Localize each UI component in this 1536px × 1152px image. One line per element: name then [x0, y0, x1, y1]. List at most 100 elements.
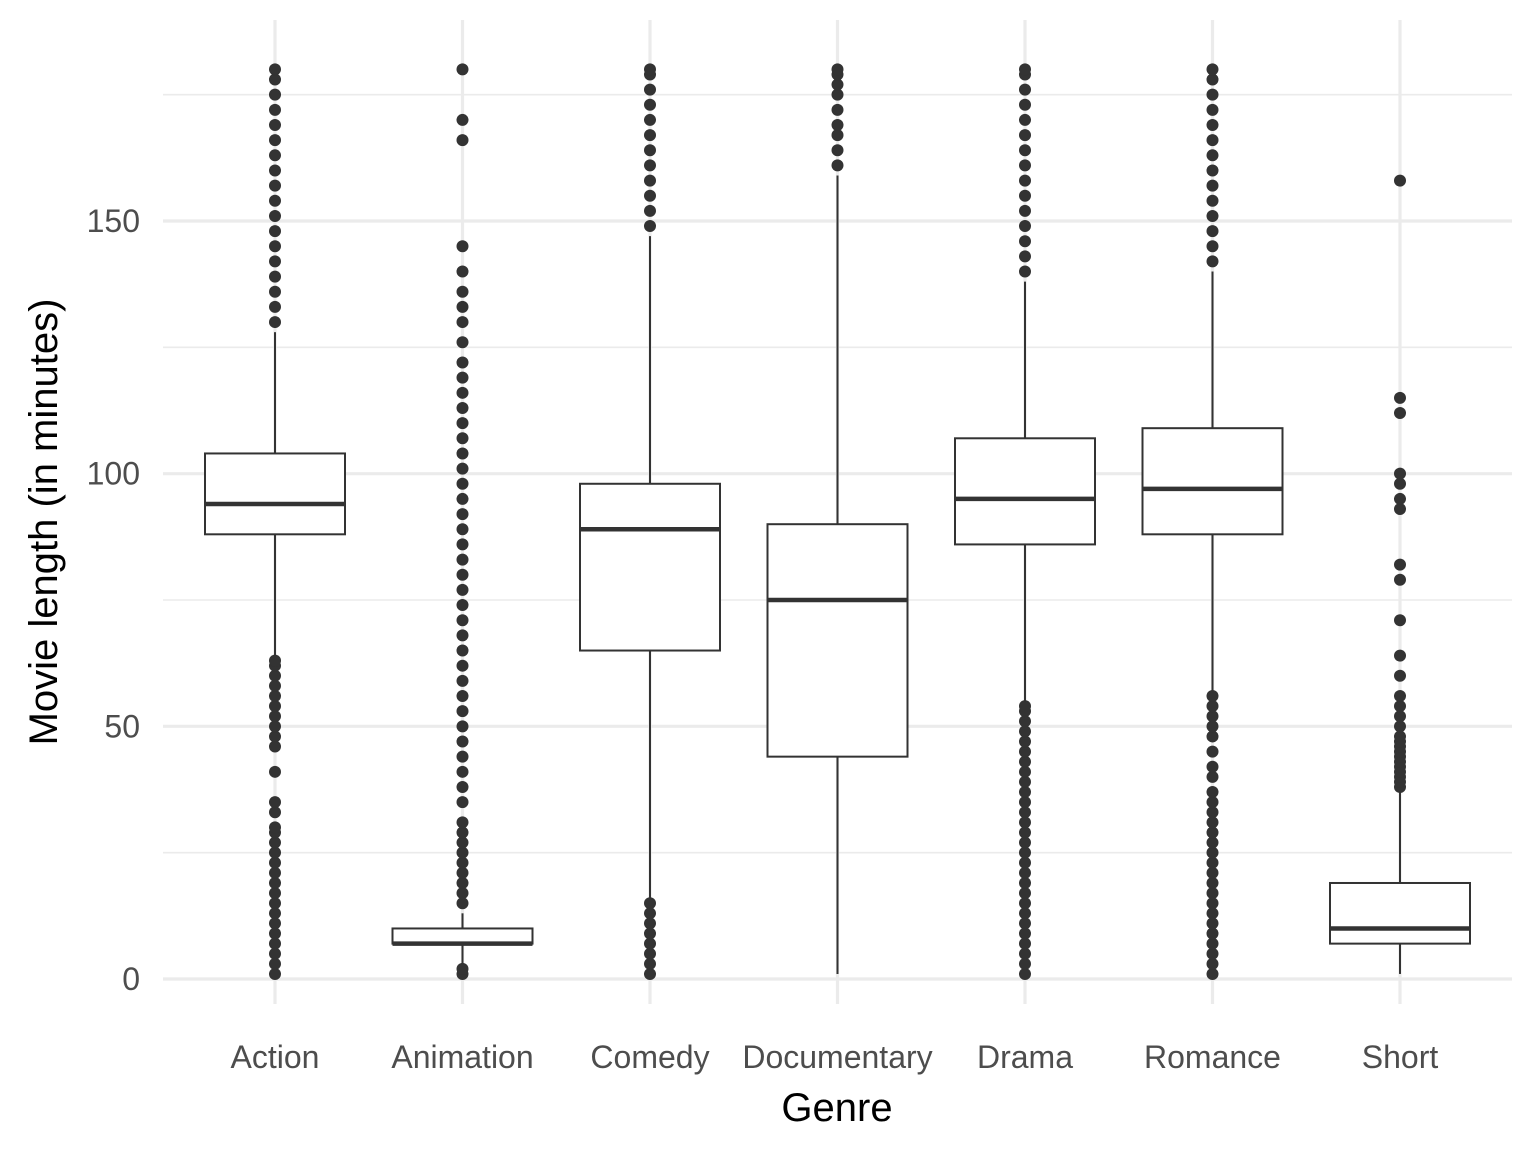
outlier-point [269, 730, 281, 743]
outlier-point [1019, 265, 1031, 278]
outlier-point [1019, 856, 1031, 869]
outlier-point [1394, 492, 1406, 505]
outlier-point [1206, 786, 1219, 799]
outlier-point [1206, 690, 1219, 703]
outlier-point [269, 225, 281, 238]
outlier-point [269, 937, 281, 950]
outlier-point [1206, 947, 1219, 960]
outlier-point [456, 336, 469, 349]
outlier-point [1206, 937, 1219, 950]
outlier-point [1206, 927, 1219, 940]
outlier-point [1019, 957, 1031, 970]
outlier-point [1019, 876, 1031, 889]
iqr-box [1141, 427, 1284, 536]
outlier-point [1019, 917, 1031, 930]
outlier-point [1394, 467, 1406, 480]
outlier-point [269, 88, 281, 101]
outlier-point [456, 826, 469, 839]
outlier-point [1206, 967, 1219, 980]
outlier-point [269, 897, 281, 910]
outlier-point [1394, 407, 1406, 420]
outlier-point [269, 149, 281, 162]
x-tick-label: Comedy [590, 1039, 709, 1075]
outlier-point [1206, 856, 1219, 869]
outlier-point [269, 690, 281, 703]
outlier-point [456, 462, 469, 475]
outlier-point [1394, 477, 1406, 490]
outlier-point [1206, 770, 1219, 783]
outlier-point [456, 856, 469, 869]
outlier-point [269, 740, 281, 753]
outlier-point [1019, 725, 1031, 738]
outlier-point [831, 129, 844, 142]
outlier-point [456, 401, 469, 414]
outlier-point [1019, 907, 1031, 920]
outlier-point [269, 887, 281, 900]
outlier-point [269, 917, 281, 930]
outlier-point [456, 614, 469, 627]
outlier-point [1394, 690, 1406, 703]
y-tick-label: 0 [122, 961, 140, 997]
outlier-point [1206, 745, 1219, 758]
outlier-point [456, 432, 469, 445]
outlier-point [1206, 88, 1219, 101]
outlier-point [1206, 63, 1219, 76]
outlier-point [456, 523, 469, 536]
x-tick-label: Short [1362, 1039, 1439, 1075]
outlier-point [456, 285, 469, 298]
outlier-point [456, 750, 469, 763]
outlier-point [1019, 866, 1031, 879]
outlier-point [269, 63, 281, 76]
outlier-point [1019, 816, 1031, 829]
outlier-point [1019, 967, 1031, 980]
outlier-point [269, 765, 281, 778]
outlier-point [1394, 669, 1406, 682]
outlier-point [456, 508, 469, 521]
outlier-point [1019, 63, 1031, 76]
x-tick-label: Documentary [742, 1039, 932, 1075]
box-comedy [579, 63, 721, 980]
outlier-point [644, 897, 656, 910]
outlier-point [831, 118, 844, 131]
outlier-point [456, 386, 469, 399]
outlier-point [1394, 503, 1406, 516]
outlier-point [269, 654, 281, 667]
outlier-point [1206, 846, 1219, 859]
outlier-point [456, 659, 469, 672]
outlier-point [644, 129, 656, 142]
outlier-point [1019, 235, 1031, 248]
box-action [204, 63, 346, 980]
outlier-point [269, 164, 281, 177]
outlier-point [644, 957, 656, 970]
outlier-point [1019, 129, 1031, 142]
outlier-point [456, 887, 469, 900]
y-axis-title: Movie length (in minutes) [22, 299, 66, 746]
outlier-point [456, 63, 469, 76]
outlier-point [1019, 250, 1031, 263]
outlier-point [1019, 220, 1031, 233]
outlier-point [1206, 806, 1219, 819]
outlier-point [1019, 927, 1031, 940]
box-documentary [766, 63, 909, 974]
outlier-point [644, 907, 656, 920]
outlier-point [456, 568, 469, 581]
outlier-point [644, 204, 656, 217]
outlier-point [269, 194, 281, 207]
outlier-point [269, 957, 281, 970]
outlier-point [269, 73, 281, 86]
outlier-point [1394, 573, 1406, 586]
outlier-point [1206, 118, 1219, 131]
outlier-point [269, 134, 281, 147]
iqr-box [391, 927, 534, 945]
outlier-point [269, 866, 281, 879]
outlier-point [644, 159, 656, 172]
outlier-point [1206, 255, 1219, 268]
outlier-point [456, 371, 469, 384]
outlier-point [1019, 715, 1031, 728]
outlier-point [456, 134, 469, 147]
outlier-point [644, 967, 656, 980]
outlier-point [456, 447, 469, 460]
x-axis-title: Genre [781, 1086, 892, 1130]
